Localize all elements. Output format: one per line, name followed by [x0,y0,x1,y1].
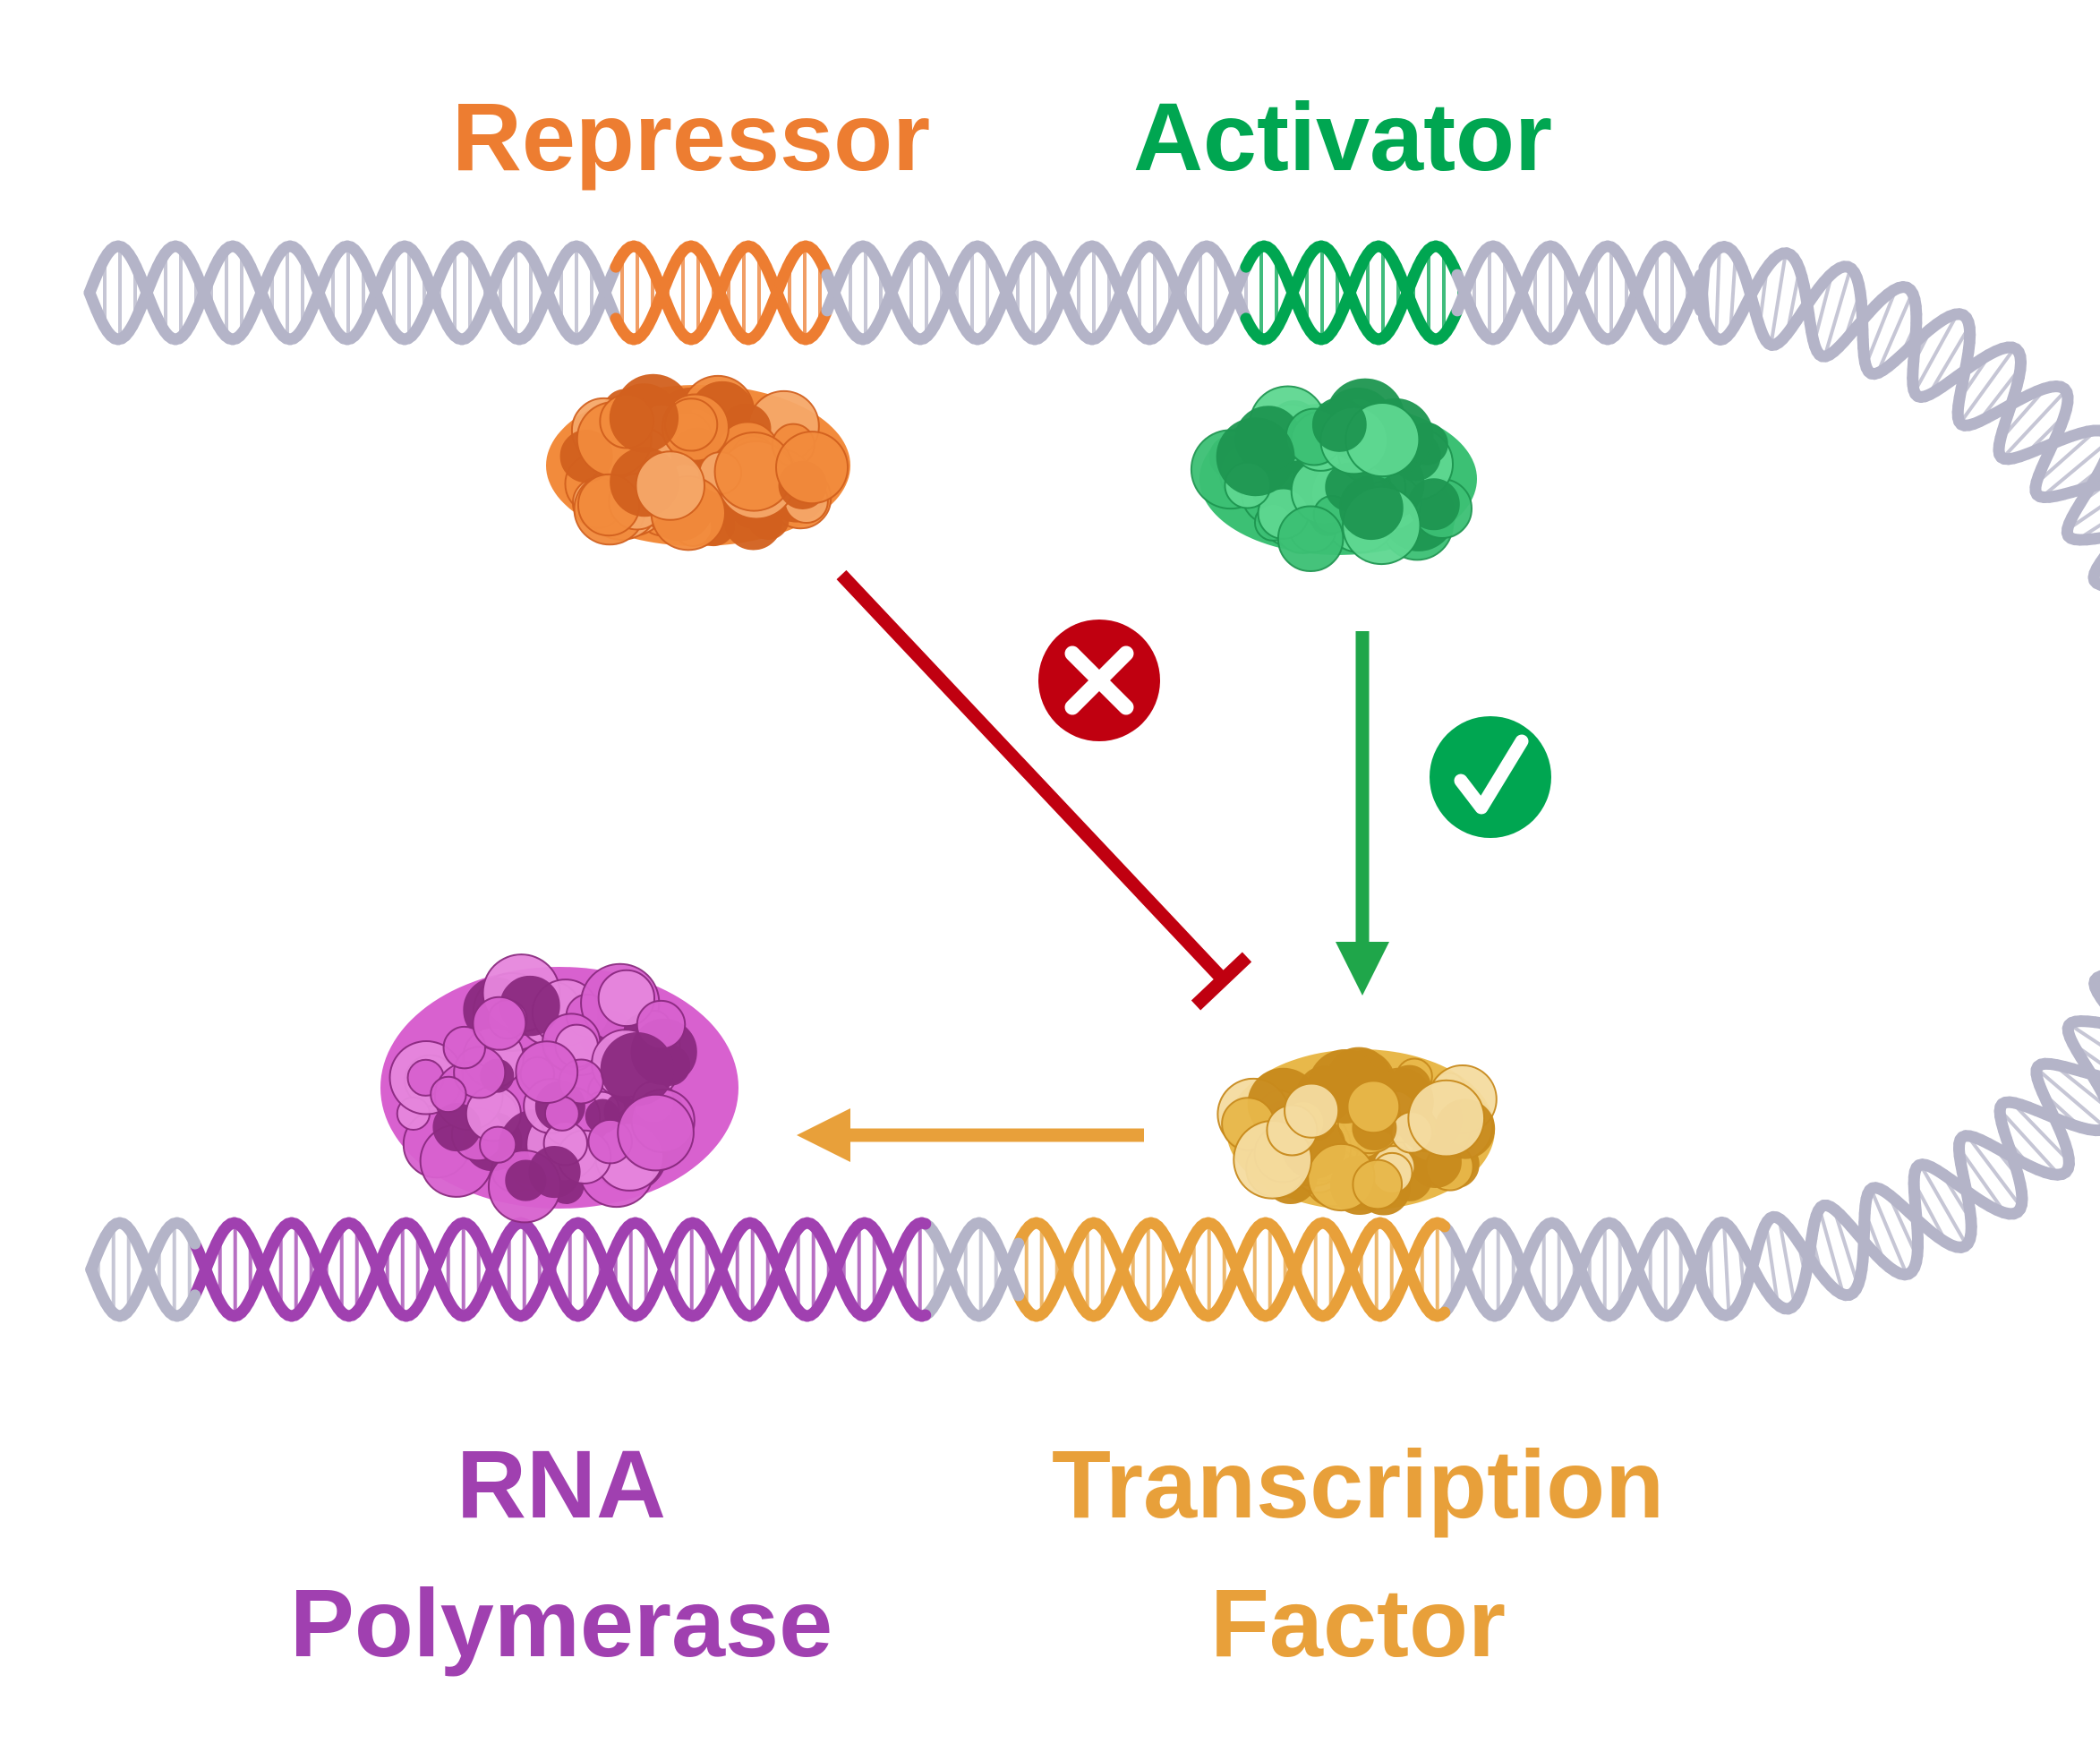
dna-base-pair [1869,1188,1908,1276]
protein-group [380,373,1498,1224]
dna-base-pair [1823,267,1853,357]
dna-base-pair [1722,1222,1731,1315]
dna-base-pair [1966,1134,2023,1209]
dna-base-pair [1769,252,1788,346]
dna-base-pair [2010,1100,2070,1163]
transcription-factor-label-line2: Factor [1210,1568,1506,1677]
dna-base-pair [1763,1223,1780,1305]
dna-base-pair [1918,1163,1968,1246]
activator-label: Activator [1133,82,1552,191]
repressor-label: Repressor [452,82,930,191]
dna-base-pair [2076,523,2100,542]
repressor-protein [546,373,850,551]
dna-base-pair [1998,1108,2061,1176]
dna-base-pair [2035,429,2097,485]
dna-base-pair [1957,1146,2007,1215]
dna-base-pair [2066,505,2100,532]
dna-base-pair [1777,1218,1797,1305]
transcription-factor-protein [1216,1047,1498,1216]
activator-activation-arrow [1336,631,1389,996]
dna-base-pair [1832,1209,1860,1286]
cross-badge-icon [1038,620,1160,741]
dna-base-pair [1817,1208,1846,1295]
dna-base-pair [2036,1067,2100,1125]
rna-polymerase-protein [380,953,738,1224]
dna-base-pair [1714,247,1721,338]
rna-polymerase-label-line2: Polymerase [290,1568,832,1677]
dna-helix [83,240,2100,1322]
dna-base-pair [1729,254,1737,333]
dna-base-pair [1959,346,2017,424]
dna-base-pair [1864,288,1898,366]
dna-base-pair [1926,325,1971,397]
check-badge-icon [1430,716,1551,838]
dna-backbone-segment [85,1263,101,1285]
dna-base-pair [2001,389,2068,460]
dna-base-pair [2068,1022,2100,1047]
transcription-factor-label-line1: Transcription [1052,1430,1664,1538]
dna-base-pair [1912,312,1959,393]
dna-backbone-segment [1695,269,1711,325]
rna-polymerase-label-line1: RNA [457,1430,666,1538]
activator-protein [1190,378,1477,573]
tf-to-rnap-arrow [797,1108,1144,1162]
dna-base-pair [1875,292,1915,374]
dna-base-pair [2040,446,2100,499]
repressor-inhibition-arrow [836,569,1252,1011]
